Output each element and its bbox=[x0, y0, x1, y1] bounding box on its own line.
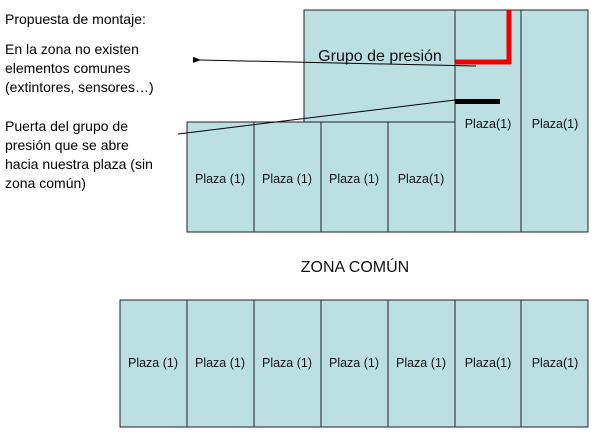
note-line: Puerta del grupo de bbox=[5, 118, 128, 134]
parking-space-label: Plaza (1) bbox=[329, 356, 379, 370]
door-marker bbox=[455, 99, 500, 104]
note-line: hacia nuestra plaza (sin bbox=[5, 156, 153, 172]
parking-space bbox=[454, 299, 522, 428]
parking-space bbox=[387, 121, 456, 233]
parking-space-label: Plaza (1) bbox=[262, 356, 312, 370]
parking-space bbox=[387, 299, 456, 428]
parking-space-label: Plaza (1) bbox=[128, 356, 178, 370]
wall-marker bbox=[455, 10, 512, 65]
parking-space-label: Plaza(1) bbox=[532, 356, 579, 370]
arrow-to-note bbox=[192, 56, 477, 67]
note-line: En la zona no existen bbox=[5, 41, 139, 57]
parking-space bbox=[520, 299, 589, 428]
parking-space-label: Plaza(1) bbox=[465, 117, 512, 131]
pressure-group-room bbox=[303, 9, 456, 123]
parking-space-label: Plaza(1) bbox=[532, 117, 579, 131]
note-line: (extintores, sensores…) bbox=[5, 79, 154, 95]
note-no-common-elements: En la zona no existen elementos comunes … bbox=[5, 40, 154, 97]
note-line: zona común) bbox=[5, 175, 86, 191]
parking-space bbox=[253, 299, 322, 428]
parking-space bbox=[320, 299, 389, 428]
parking-space bbox=[520, 9, 589, 233]
parking-space bbox=[186, 121, 255, 233]
door-pointer-line bbox=[177, 99, 456, 135]
common-zone-label: ZONA COMÚN bbox=[301, 257, 409, 276]
parking-space-label: Plaza (1) bbox=[262, 172, 312, 186]
parking-space-label: Plaza (1) bbox=[396, 356, 446, 370]
note-door: Puerta del grupo de presión que se abre … bbox=[5, 117, 153, 193]
parking-space-label: Plaza (1) bbox=[195, 172, 245, 186]
bottom-row: Plaza (1) Plaza (1) Plaza (1) Plaza (1) … bbox=[119, 299, 589, 428]
parking-space bbox=[253, 121, 322, 233]
parking-space bbox=[320, 121, 389, 233]
parking-space-label: Plaza(1) bbox=[398, 172, 445, 186]
proposal-title: Propuesta de montaje: bbox=[5, 11, 146, 27]
note-line: presión que se abre bbox=[5, 137, 129, 153]
parking-space bbox=[119, 299, 188, 428]
parking-space-label: Plaza(1) bbox=[465, 356, 512, 370]
parking-space-label: Plaza (1) bbox=[329, 172, 379, 186]
note-line: elementos comunes bbox=[5, 60, 131, 76]
parking-space-label: Plaza (1) bbox=[195, 356, 245, 370]
pressure-group-label: Grupo de presión bbox=[318, 48, 442, 65]
parking-space bbox=[186, 299, 255, 428]
